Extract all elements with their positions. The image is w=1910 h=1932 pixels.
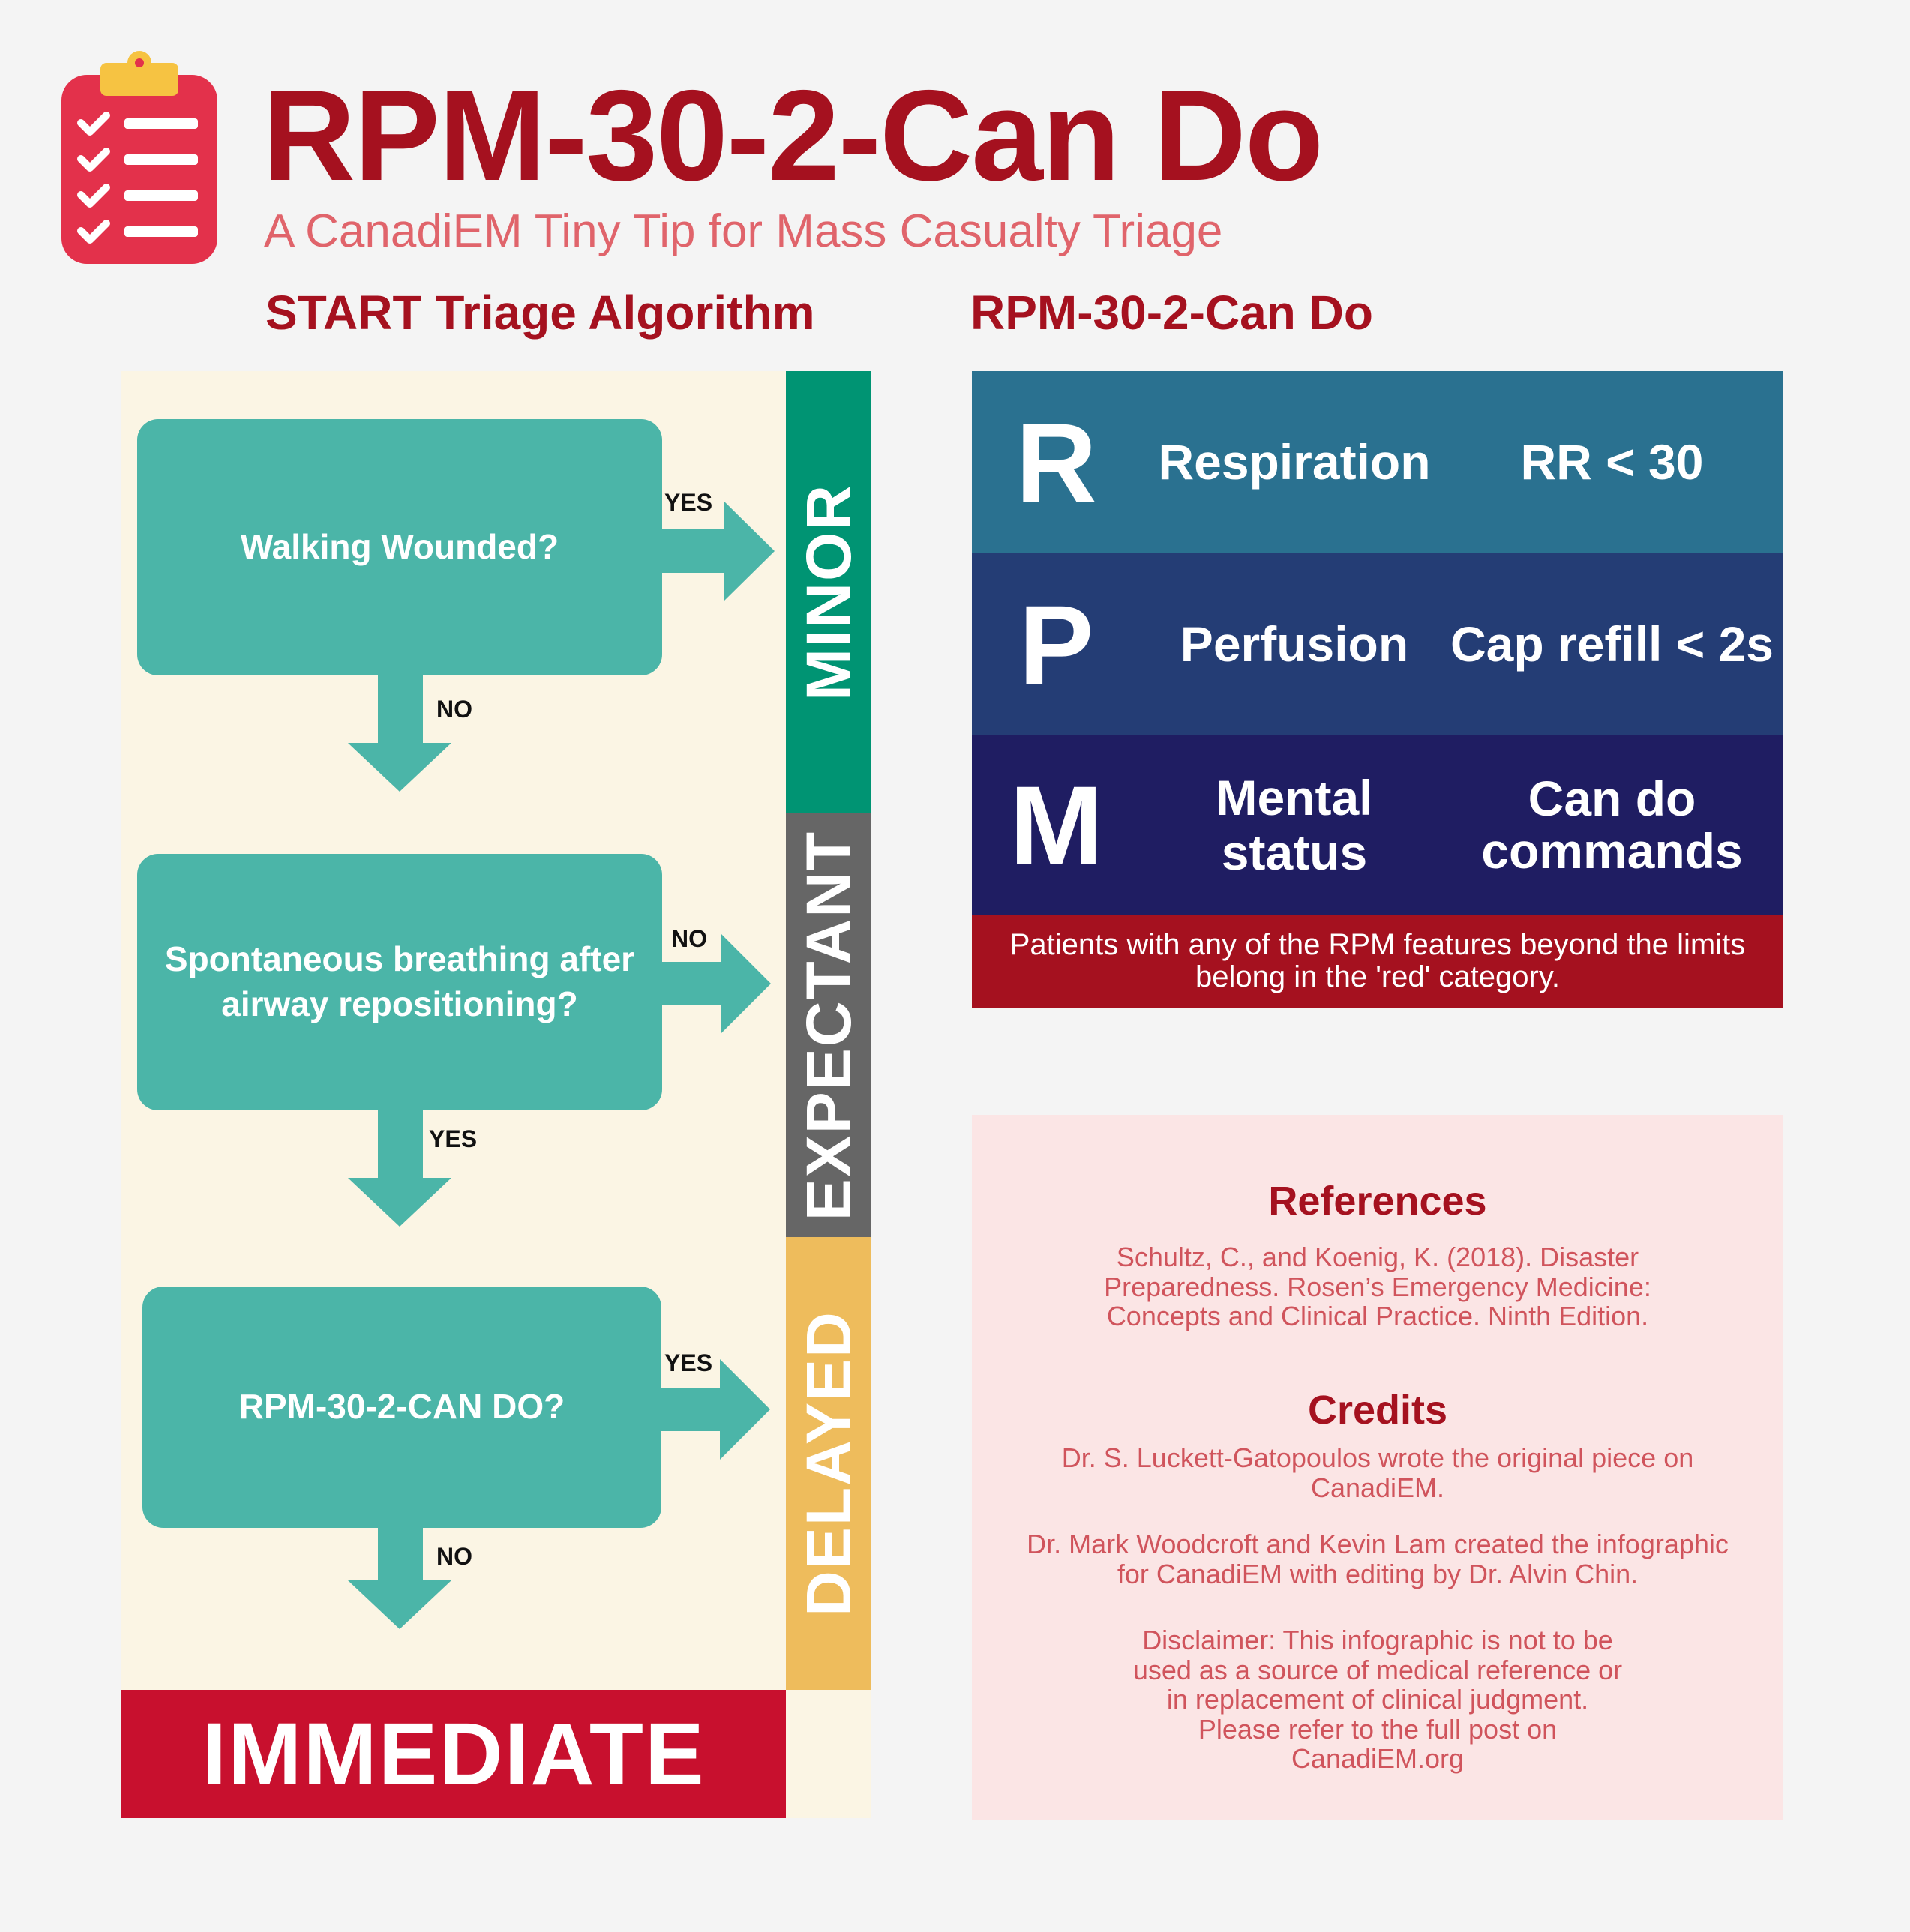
branch-label-no: NO — [436, 696, 472, 723]
rpm-letter: M — [1009, 762, 1103, 888]
rpm-letter: R — [1015, 399, 1097, 526]
arrow-right-icon — [662, 933, 771, 1034]
question-breathing-text: Spontaneous breathing after airway repos… — [164, 939, 635, 1023]
rpm-note-text: Patients with any of the RPM features be… — [1009, 928, 1746, 993]
branch-label-yes: YES — [664, 489, 713, 516]
reference-text: Schultz, C., and Koenig, K. (2018). Disa… — [1104, 1242, 1651, 1332]
category-minor-label: MINOR — [793, 484, 865, 701]
branch-label-no: NO — [671, 925, 707, 952]
credits-heading: Credits — [1307, 1388, 1448, 1433]
rpm-name: Mental status — [1216, 769, 1373, 880]
rpm-letter: P — [1018, 581, 1094, 708]
category-band-delayed: DELAYED — [786, 1237, 871, 1690]
branch-label-yes: YES — [429, 1125, 478, 1152]
arrow-down-icon — [348, 1110, 451, 1227]
start-triage-heading: START Triage Algorithm — [265, 286, 815, 340]
arrow-right-icon — [661, 1359, 770, 1460]
references-panel: References Schultz, C., and Koenig, K. (… — [972, 1115, 1783, 1820]
arrow-down-icon — [348, 675, 451, 792]
branch-label-yes: YES — [664, 1349, 713, 1376]
rpm-note: Patients with any of the RPM features be… — [972, 915, 1783, 1008]
category-band-expectant: EXPECTANT — [786, 813, 871, 1237]
question-box-breathing: Spontaneous breathing after airway repos… — [137, 854, 662, 1110]
arrow-down-icon — [348, 1528, 451, 1629]
credit-text: Dr. Mark Woodcroft and Kevin Lam created… — [1027, 1529, 1729, 1589]
rpm-heading: RPM-30-2-Can Do — [970, 286, 1373, 340]
category-expectant-label: EXPECTANT — [793, 830, 865, 1221]
category-immediate: IMMEDIATE — [121, 1690, 786, 1818]
question-box-walking: Walking Wounded? — [137, 419, 662, 675]
clipboard-checklist-icon — [61, 51, 217, 264]
rpm-row-mental-status: M Mental status Can do commands — [972, 735, 1783, 915]
disclaimer-text: Disclaimer: This infographic is not to b… — [1132, 1625, 1623, 1775]
rpm-criterion: Cap refill < 2s — [1450, 616, 1774, 672]
category-delayed-label: DELAYED — [793, 1310, 865, 1616]
question-box-rpm: RPM-30-2-CAN DO? — [142, 1287, 661, 1528]
page-subtitle: A CanadiEM Tiny Tip for Mass Casualty Tr… — [264, 205, 1223, 257]
rpm-name: Respiration — [1158, 434, 1431, 490]
rpm-row-perfusion: P Perfusion Cap refill < 2s — [972, 553, 1783, 735]
rpm-criterion: Can do commands — [1481, 771, 1743, 879]
page-title: RPM-30-2-Can Do — [262, 64, 1324, 208]
rpm-row-respiration: R Respiration RR < 30 — [972, 371, 1783, 553]
arrow-right-icon — [662, 501, 775, 601]
branch-label-no: NO — [436, 1543, 472, 1570]
rpm-name: Perfusion — [1180, 616, 1409, 672]
question-rpm-text: RPM-30-2-CAN DO? — [238, 1387, 565, 1427]
credit-text: Dr. S. Luckett-Gatopoulos wrote the orig… — [1061, 1442, 1694, 1503]
question-walking-text: Walking Wounded? — [240, 527, 559, 567]
references-heading: References — [1268, 1179, 1487, 1224]
category-band-minor: MINOR — [786, 371, 871, 813]
rpm-criterion: RR < 30 — [1520, 433, 1704, 490]
